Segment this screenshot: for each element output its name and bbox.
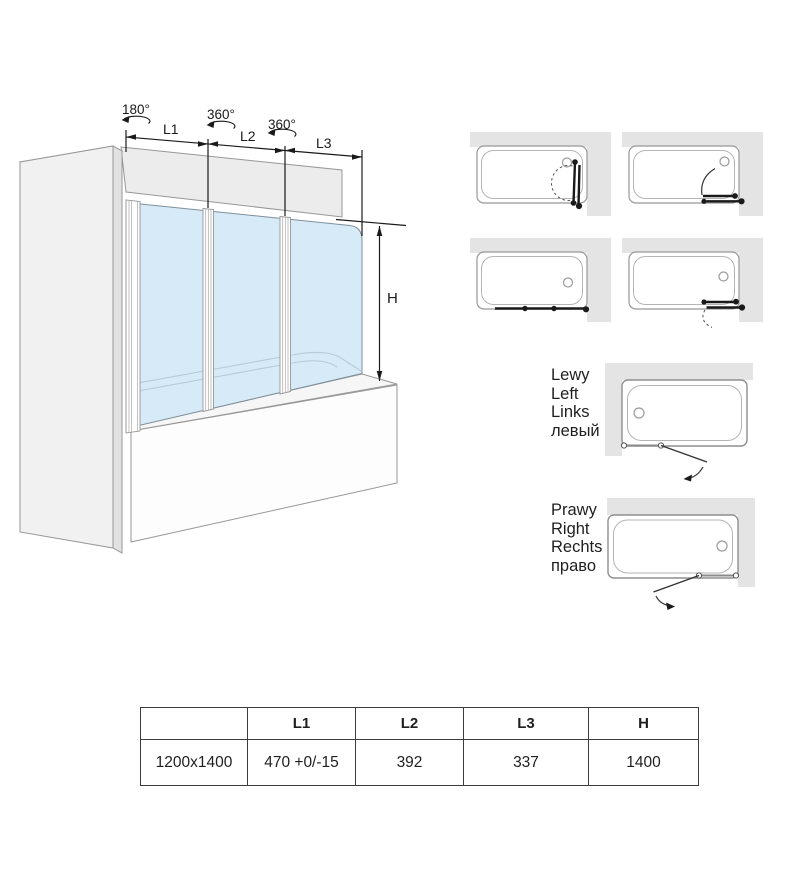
tub-rim-inner-through-glass xyxy=(137,360,338,392)
hinge-profile-1 xyxy=(202,208,214,413)
label-pravo: право xyxy=(551,557,597,576)
label-l2: L2 xyxy=(240,128,256,144)
wall-column xyxy=(18,145,124,554)
tub-rim-through-glass xyxy=(137,351,362,384)
main-isometric-drawing: L1 L2 L3 180° 360° 360° H xyxy=(18,102,407,554)
cell-l2: 392 xyxy=(355,739,464,786)
header-model xyxy=(140,707,248,740)
label-lewy: Lewy xyxy=(551,366,590,384)
left-orientation-diagram xyxy=(605,363,753,482)
left-orientation-label: Lewy Left Links левый xyxy=(551,366,646,441)
table-header-row: L1 L2 L3 H xyxy=(140,707,699,740)
header-l3: L3 xyxy=(463,707,589,740)
tub-front-panel xyxy=(130,384,398,543)
header-l1: L1 xyxy=(247,707,356,740)
top-view-configurations xyxy=(469,131,764,328)
right-orientation-diagram xyxy=(607,498,755,610)
label-levyi: левый xyxy=(551,422,600,441)
height-dimension: H xyxy=(335,218,407,381)
hinge-profile-2 xyxy=(279,216,291,395)
topview-screen-folded-stack-right xyxy=(621,237,764,328)
label-prawy: Prawy xyxy=(551,501,597,519)
topview-screen-folded-against-wall xyxy=(469,131,612,217)
label-h: H xyxy=(387,290,398,307)
label-right: Right xyxy=(551,519,590,538)
label-rechts: Rechts xyxy=(551,538,603,557)
label-angle-360-b: 360° xyxy=(268,117,296,132)
cell-model: 1200x1400 xyxy=(140,739,248,786)
cell-l3: 337 xyxy=(463,739,589,786)
label-l3: L3 xyxy=(316,135,332,151)
rotation-annotations: 180° 360° 360° xyxy=(121,102,297,137)
glass-panels xyxy=(125,201,363,430)
right-orientation-label: Prawy Right Rechts право xyxy=(551,501,646,576)
label-links: Links xyxy=(551,403,590,422)
header-l2: L2 xyxy=(355,707,464,740)
label-angle-180: 180° xyxy=(122,102,150,117)
label-angle-360-a: 360° xyxy=(207,107,235,122)
header-h: H xyxy=(588,707,699,740)
label-left: Left xyxy=(551,384,579,403)
topview-screen-folded-flat-right xyxy=(621,131,764,217)
back-wall xyxy=(120,146,343,218)
cell-l1: 470 +0/-15 xyxy=(247,739,356,786)
table-row: 1200x1400 470 +0/-15 392 337 1400 xyxy=(140,739,699,786)
topview-screen-fully-extended xyxy=(469,237,612,323)
cell-h: 1400 xyxy=(588,739,699,786)
wall-profile xyxy=(125,199,141,434)
width-dimension: L1 L2 L3 xyxy=(125,121,363,236)
dimension-table: L1 L2 L3 H 1200x1400 470 +0/-15 392 337 … xyxy=(140,707,699,786)
label-l1: L1 xyxy=(163,121,179,137)
